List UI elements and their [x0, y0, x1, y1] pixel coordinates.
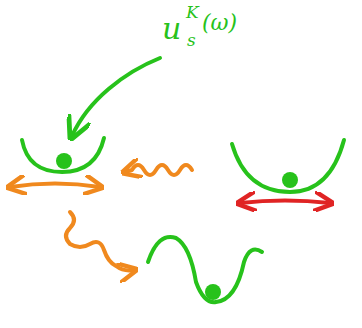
particle — [56, 153, 72, 169]
oscillation-arrow — [240, 201, 330, 204]
subscript: s — [187, 32, 196, 49]
wavy-arrow — [125, 165, 192, 175]
oscillation-arrow — [10, 184, 100, 188]
symbol-base: u — [162, 14, 181, 44]
potential-well — [22, 138, 104, 172]
particle — [282, 172, 298, 188]
argument: (ω) — [202, 12, 237, 34]
particle — [205, 284, 221, 300]
wavy-arrow — [66, 212, 134, 271]
potential-well — [148, 237, 262, 302]
superscript: K — [186, 4, 199, 21]
potential-well — [232, 140, 344, 192]
pointer-arrow — [72, 58, 160, 136]
